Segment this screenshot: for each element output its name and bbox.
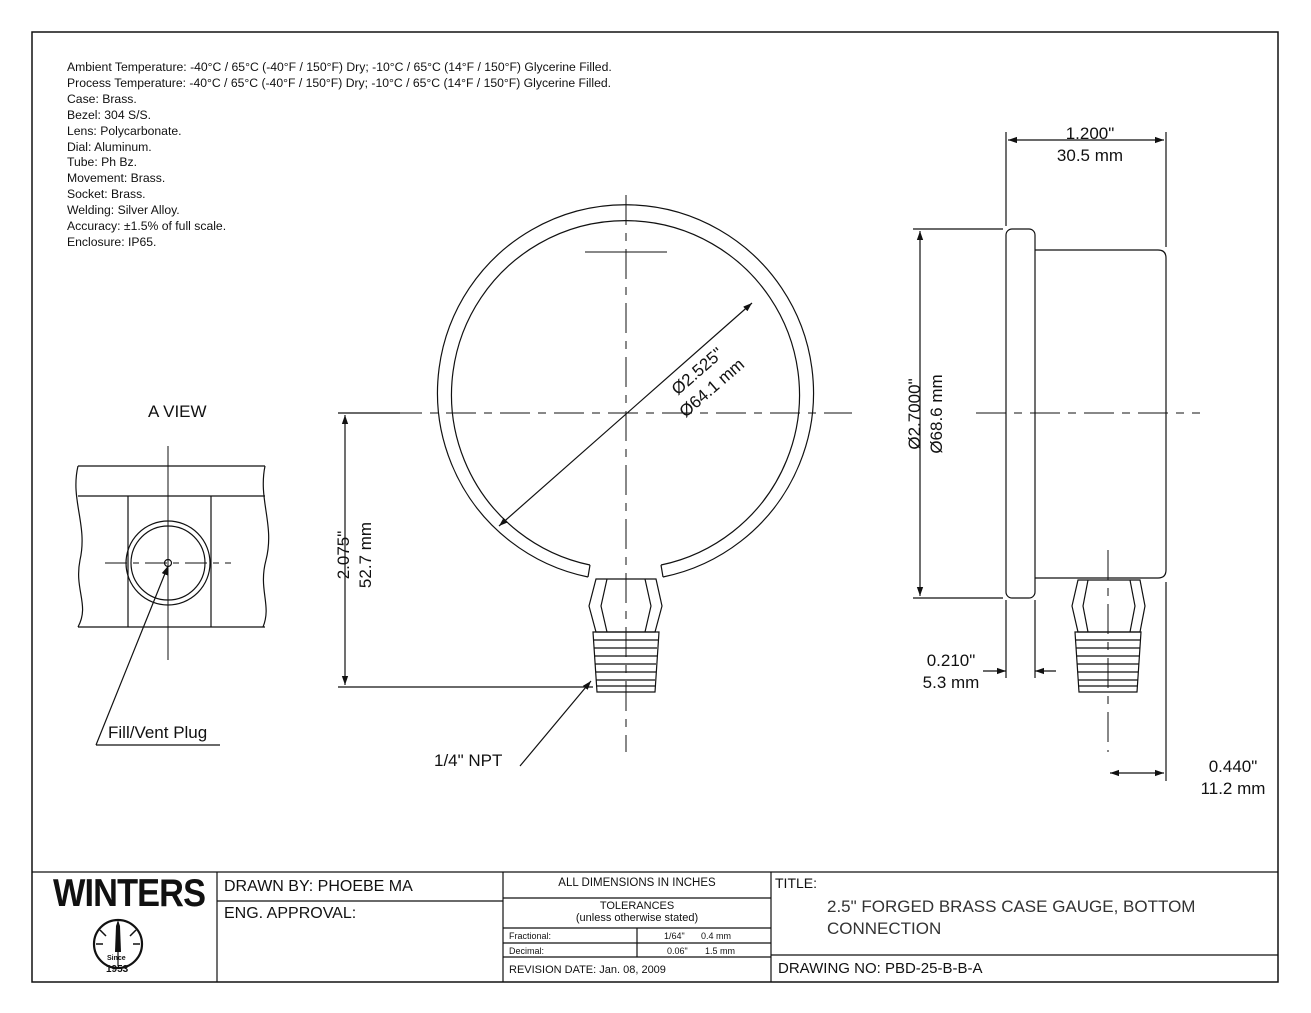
- spec-line: Bezel: 304 S/S.: [67, 107, 152, 122]
- title-label: TITLE:: [775, 875, 818, 891]
- spec-line: Socket: Brass.: [67, 187, 146, 202]
- drawing-title-line1: 2.5" FORGED BRASS CASE GAUGE, BOTTOM: [827, 897, 1196, 916]
- eng-approval: ENG. APPROVAL:: [224, 905, 357, 922]
- fractional-value-mm: 0.4 mm: [701, 931, 732, 941]
- spec-line: Accuracy: ±1.5% of full scale.: [67, 219, 227, 234]
- decimal-value-mm: 1.5 mm: [705, 946, 736, 956]
- depth-in: 1.200": [1065, 124, 1115, 143]
- spec-line: Welding: Silver Alloy.: [67, 203, 180, 218]
- decimal-value-in: 0.06": [667, 946, 688, 956]
- bezel-in: 0.210": [926, 651, 976, 670]
- tolerances-title: TOLERANCES: [599, 900, 675, 912]
- offset-mm: 11.2 mm: [1200, 779, 1266, 798]
- logo-year: 1953: [106, 964, 129, 975]
- drawn-by: DRAWN BY: PHOEBE MA: [224, 878, 413, 895]
- front-view-drawing: [338, 195, 852, 767]
- spec-line: Lens: Polycarbonate.: [67, 123, 182, 138]
- fractional-label: Fractional:: [509, 931, 552, 941]
- drawing-title: 2.5" FORGED BRASS CASE GAUGE, BOTTOM CON…: [827, 896, 1195, 940]
- case-diameter-dimension: Ø2.7000" Ø68.6 mm: [904, 374, 948, 453]
- depth-mm: 30.5 mm: [1056, 146, 1124, 165]
- side-view-drawing: [913, 132, 1200, 781]
- revision-date: REVISION DATE: Jan. 08, 2009: [509, 964, 666, 976]
- depth-dimension: 1.200" 30.5 mm: [1040, 123, 1140, 167]
- spec-line: Dial: Aluminum.: [67, 139, 152, 154]
- bezel-dimension: 0.210" 5.3 mm: [912, 650, 990, 694]
- bezel-mm: 5.3 mm: [922, 673, 980, 692]
- spec-line: Enclosure: IP65.: [67, 234, 157, 249]
- spec-line: Case: Brass.: [67, 91, 137, 106]
- all-dimensions-note: ALL DIMENSIONS IN INCHES: [558, 877, 716, 889]
- height-mm: 52.7 mm: [356, 521, 375, 589]
- case-diameter-in: Ø2.7000": [905, 378, 924, 450]
- a-view-title: A VIEW: [148, 402, 207, 421]
- offset-in: 0.440": [1208, 757, 1258, 776]
- height-in: 2.075": [334, 530, 353, 580]
- fill-vent-plug-label: Fill/Vent Plug: [108, 723, 208, 742]
- height-dimension: 2.075" 52.7 mm: [333, 522, 377, 588]
- decimal-label: Decimal:: [509, 946, 545, 956]
- title-block-grid: [32, 871, 1278, 982]
- spec-line: Movement: Brass.: [67, 171, 166, 186]
- spec-line: Ambient Temperature: -40°C / 65°C (-40°F…: [67, 60, 612, 74]
- fractional-value-in: 1/64": [664, 931, 685, 941]
- case-diameter-mm: Ø68.6 mm: [927, 374, 946, 454]
- spec-line: Tube: Ph Bz.: [67, 155, 138, 170]
- tolerances-header: TOLERANCES (unless otherwise stated): [503, 900, 771, 924]
- drawing-title-line2: CONNECTION: [827, 919, 942, 938]
- offset-dimension: 0.440" 11.2 mm: [1190, 756, 1276, 800]
- tolerances-note: (unless otherwise stated): [575, 912, 699, 924]
- sheet-border: [31, 31, 1279, 983]
- winters-logo-text: WINTERS: [53, 872, 206, 915]
- npt-label: 1/4" NPT: [434, 751, 503, 770]
- drawing-number: DRAWING NO: PBD-25-B-B-A: [778, 960, 983, 977]
- logo-since: Since: [107, 955, 126, 962]
- spec-list: Ambient Temperature: -40°C / 65°C (-40°F…: [67, 60, 612, 251]
- a-view-drawing: [75, 446, 270, 746]
- spec-line: Process Temperature: -40°C / 65°C (-40°F…: [67, 75, 612, 90]
- winters-logo-gauge-icon: [92, 918, 144, 970]
